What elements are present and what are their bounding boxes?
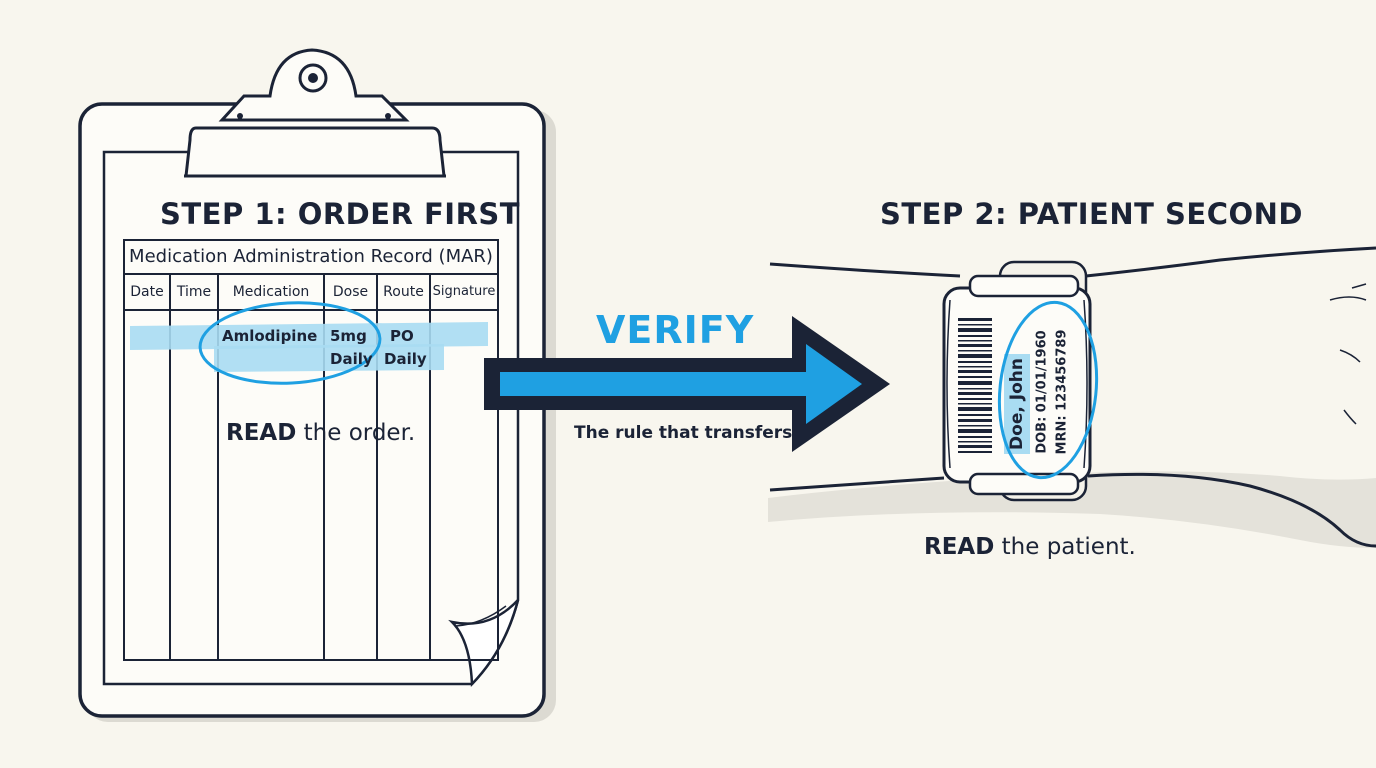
read-patient-rest: the patient.: [994, 534, 1136, 560]
column-header-time: Time: [176, 284, 212, 300]
column-header-date: Date: [130, 284, 164, 300]
mar-title: Medication Administration Record (MAR): [129, 246, 493, 267]
order-highlight: [130, 322, 488, 372]
patient-dob: DOB: 01/01/1960: [1034, 330, 1050, 454]
read-emphasis: READ: [226, 420, 297, 446]
step2-title: STEP 2: PATIENT SECOND: [880, 197, 1303, 231]
name-highlight: [1004, 354, 1030, 454]
column-header-route: Route: [383, 284, 424, 300]
order-route-frequency: Daily: [384, 350, 427, 368]
order-route: PO: [390, 327, 414, 345]
patient-mrn: MRN: 123456789: [1054, 329, 1070, 455]
read-order-caption: READ the order.: [226, 420, 415, 446]
rule-caption: The rule that transfers: [574, 423, 793, 443]
medication-circle: [198, 301, 382, 385]
column-header-medication: Medication: [232, 284, 310, 300]
order-dose-frequency: Daily: [330, 350, 373, 368]
step1-title: STEP 1: ORDER FIRST: [160, 197, 521, 231]
order-dose-amount: 5mg: [330, 327, 367, 345]
column-header-signature: Signature: [432, 284, 496, 299]
arm-icon: [768, 246, 1376, 548]
arrow-icon: [484, 316, 890, 452]
verify-label: VERIFY: [596, 308, 755, 352]
read-emphasis: READ: [924, 534, 995, 560]
column-header-dose: Dose: [332, 284, 369, 300]
order-medication: Amlodipine: [222, 327, 318, 345]
patient-id-circle: [997, 300, 1099, 480]
clip-icon: [184, 48, 446, 178]
read-patient-caption: READ the patient.: [924, 534, 1136, 560]
barcode-icon: [958, 318, 992, 453]
read-order-rest: the order.: [296, 420, 416, 446]
clipboard-icon: [78, 102, 556, 722]
patient-name: Doe, John: [1007, 358, 1027, 450]
